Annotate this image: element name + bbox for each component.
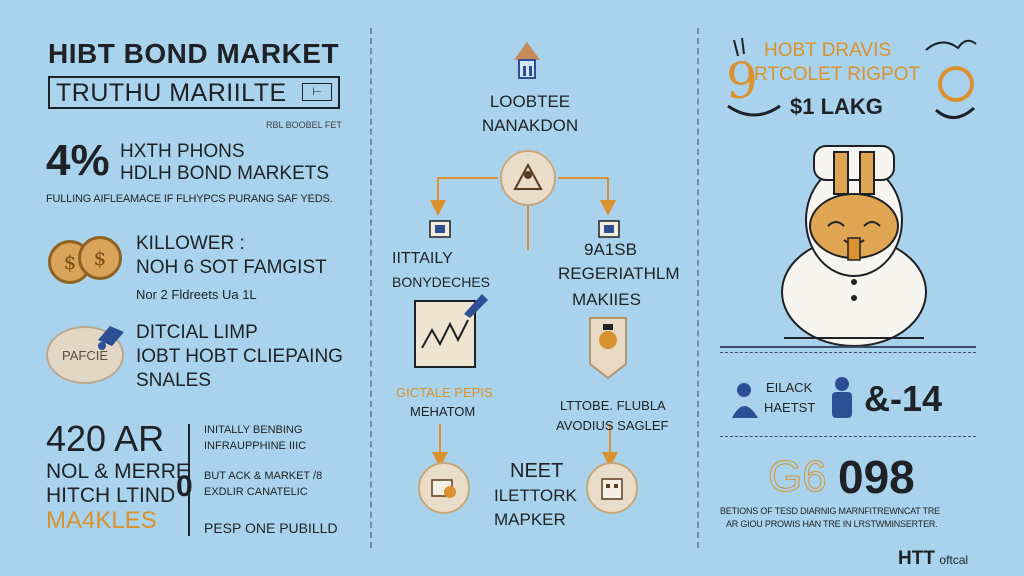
- brand-sub: oftcal: [939, 553, 969, 567]
- badge-text: PAFCIE: [62, 347, 108, 363]
- chart-node-icon: [431, 479, 456, 498]
- divider-right: [697, 28, 699, 548]
- subtitle-box: TRUTHU MARIILTE ⊢: [48, 76, 340, 109]
- big-number: 420 AR: [46, 418, 165, 459]
- coin-sub: Nor 2 Fldreets Ua 1L: [136, 287, 257, 302]
- code-prefix: G6: [768, 452, 828, 502]
- footnote-2: AR GIOU PROWIS HAN TRE IN LRSTWMINSERTER…: [726, 519, 938, 529]
- flow-top-label-2: NANAKDON: [481, 116, 579, 135]
- zero-digit: 0: [176, 470, 193, 503]
- stat-big: 4%: [46, 136, 110, 185]
- flow-node-icon: [500, 150, 556, 206]
- coin-label-2: NOH 6 SOT FAMGIST: [136, 257, 327, 278]
- flow-top-label-1: LOOBTEE: [489, 92, 571, 111]
- digital-line-1: DITCIAL LIMP: [136, 322, 258, 343]
- pen-icon: [464, 294, 488, 318]
- right-rule-2: [720, 352, 976, 353]
- node-figure-icon: [513, 162, 543, 190]
- divider-left: [370, 28, 372, 548]
- book-snake-icon: [925, 39, 977, 119]
- negative-value: &-14: [864, 378, 943, 419]
- flow-right-caption-1: LTTOBE. FLUBLA: [560, 398, 666, 413]
- black-label-2: HAETST: [764, 400, 816, 415]
- flow-right-caption-2: AVODIUS SAGLEF: [556, 418, 669, 433]
- flow-left-title-1: IITTAILY: [392, 250, 453, 267]
- stat-description: FULLING AIFLEAMACE IF FLHYPCS PURANG SAF…: [46, 193, 333, 205]
- flow-node-bottom-left: [418, 462, 470, 514]
- subtitle-text: TRUTHU MARIILTE: [56, 79, 287, 107]
- svg-text:9: 9: [726, 52, 758, 110]
- flow-bottom-1: NEET: [510, 460, 564, 482]
- right-line-4: EXDLIR CANATELIC: [204, 486, 308, 498]
- right-line-3: BUT ACK & MARKET /8: [204, 470, 323, 482]
- blue-person-icon: [832, 377, 852, 418]
- main-title: HIBT BOND MARKET: [48, 38, 340, 69]
- footnote-1: BETIONS OF TESD DIARNIG MARNFITREWNCAT T…: [720, 506, 940, 516]
- right-amount: $1 LAKG: [790, 94, 883, 119]
- blue-people-icon: [732, 383, 758, 418]
- chart-frame-icon: [414, 300, 476, 368]
- tag-icon: [589, 317, 627, 380]
- flow-right-title-1: 9A1SB: [584, 240, 637, 259]
- badge-icon: PAFCIE: [46, 326, 124, 384]
- right-head-2: RTCOLET RIGPOT: [754, 64, 921, 85]
- lamp-icon: [98, 326, 124, 350]
- flow-node-bottom-right: [586, 462, 638, 514]
- stat-line-2: HDLH BOND MARKETS: [120, 163, 330, 184]
- flow-right-title-2: REGERIATHLM: [558, 264, 680, 283]
- right-line-1: INITALLY BENBING: [204, 424, 303, 436]
- flow-left-caption-2: MEHATOM: [410, 404, 476, 419]
- digital-line-2: IOBT HOBT CLIEPAING: [136, 346, 343, 367]
- flow-right-title-3: MAKIIES: [572, 290, 641, 309]
- right-line-5: PESP ONE PUBILLD: [204, 520, 338, 536]
- stat-line-1: HXTH PHONS: [120, 141, 245, 162]
- coin-label-1: KILLOWER :: [136, 233, 245, 254]
- coin-symbol-2: $: [93, 246, 107, 270]
- black-label-1: EILACK: [766, 380, 813, 395]
- flow-arrows: [430, 177, 618, 468]
- nol-line: NOL & MERRE: [46, 460, 190, 483]
- coin-symbol: $: [63, 250, 77, 274]
- flow-left-caption-1: GICTALE PEPIS: [396, 385, 493, 400]
- right-head-1: HOBT DRAVIS: [764, 40, 892, 61]
- tower-icon: [514, 42, 540, 79]
- building-node-icon: [601, 478, 623, 500]
- small-tag: RBL BOOBEL FET: [266, 120, 342, 130]
- dollar-snake-icon: 9: [726, 37, 781, 117]
- brand-main: HTT: [898, 548, 935, 569]
- small-frame-icon-2: [598, 220, 620, 238]
- digital-line-3: SNALES: [136, 370, 211, 391]
- right-rule-3: [720, 436, 976, 437]
- right-line-2: INFRAUPPHINE IIIC: [204, 440, 307, 452]
- subtitle-tag-icon: ⊢: [302, 83, 332, 101]
- coin-icon-2: $: [78, 236, 122, 280]
- hitch-line: HITCH LTIND: [46, 484, 176, 507]
- flow-left-title-2: BONYDECHES: [392, 274, 491, 290]
- flow-bottom-2: ILETTORK: [494, 486, 577, 505]
- right-rule-1: [720, 346, 976, 348]
- small-frame-icon: [429, 220, 451, 238]
- brand-logo: HTT oftcal: [898, 548, 968, 570]
- vertical-rule: [188, 424, 190, 536]
- makles-line: MA4KLES: [46, 507, 157, 534]
- code-value: 098: [838, 451, 915, 503]
- flow-bottom-3: MAPKER: [494, 510, 566, 529]
- rabbit-mascot-icon: [781, 145, 927, 347]
